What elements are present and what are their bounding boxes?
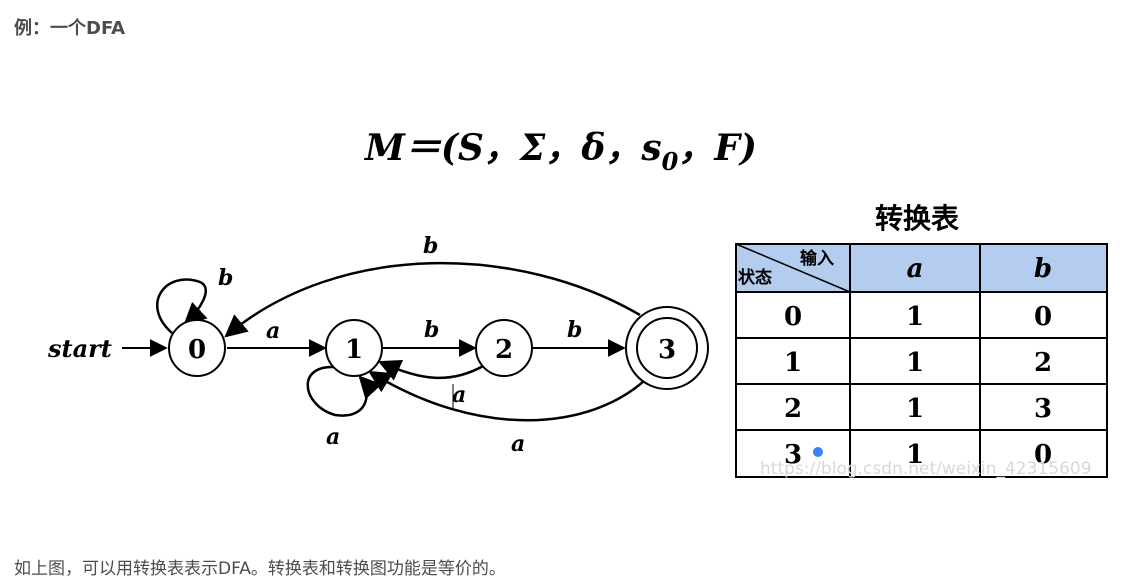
page-heading: 例：一个DFA [14,18,126,39]
edge-label-0-1: a [266,318,280,344]
formula-subscript: 0 [662,147,679,176]
start-label: start [47,334,112,363]
edge-3-0-b [224,261,641,338]
row-2-a: 1 [906,394,924,424]
caption-text: 如上图，可以用转换表表示DFA。转换表和转换图功能是等价的。 [14,559,506,579]
edge-label-1-2: b [424,317,439,343]
state-0: 0 [168,319,226,377]
row-1-a: 1 [906,348,924,378]
edge-1-1-a [306,365,382,417]
table-header-row [736,244,1107,292]
row-3-state: 3 [784,440,802,470]
svg-text:0: 0 [188,335,206,365]
edge-label-2-1: a [452,382,466,408]
state-3-accepting: 3 [625,306,709,390]
svg-text:2: 2 [495,335,513,365]
edge-label-1-1: a [326,424,340,450]
edge-label-2-3: b [567,317,582,343]
svg-text:1: 1 [345,335,363,365]
formula: M＝(S，Σ，δ，s0，F) [363,127,757,176]
header-col-b: b [1034,254,1052,284]
edge-2-1-a [377,360,486,381]
edge-3-1-a [368,370,646,422]
row-0-a: 1 [906,302,924,332]
corner-input-label: 输入 [800,248,834,269]
state-1: 1 [325,319,383,377]
edge-0-0-b [156,278,208,334]
transition-table: 输入 状态 a b 0 1 0 1 1 2 2 1 3 3 1 0 [735,243,1108,478]
table-title: 转换表 [875,202,959,235]
edge-label-3-0: b [423,233,438,259]
watermark: https://blog.csdn.net/weixin_42315609 [760,459,1092,479]
row-3-a: 1 [906,440,924,470]
svg-text:3: 3 [658,335,676,365]
row-1-state: 1 [784,348,802,378]
row-3-b: 0 [1034,440,1052,470]
blue-dot-marker [813,447,823,457]
edge-label-0-0: b [218,265,233,291]
formula-main: M＝(S，Σ，δ，s [363,127,662,169]
row-0-b: 0 [1034,302,1052,332]
row-1-b: 2 [1034,348,1052,378]
header-col-a: a [907,254,924,284]
formula-tail: ，F) [678,127,757,169]
row-2-state: 2 [784,394,802,424]
row-2-b: 3 [1034,394,1052,424]
state-2: 2 [475,319,533,377]
corner-state-label: 状态 [738,267,772,288]
row-0-state: 0 [784,302,802,332]
corner-diagonal [735,243,851,293]
edge-label-3-1: a [511,431,525,457]
